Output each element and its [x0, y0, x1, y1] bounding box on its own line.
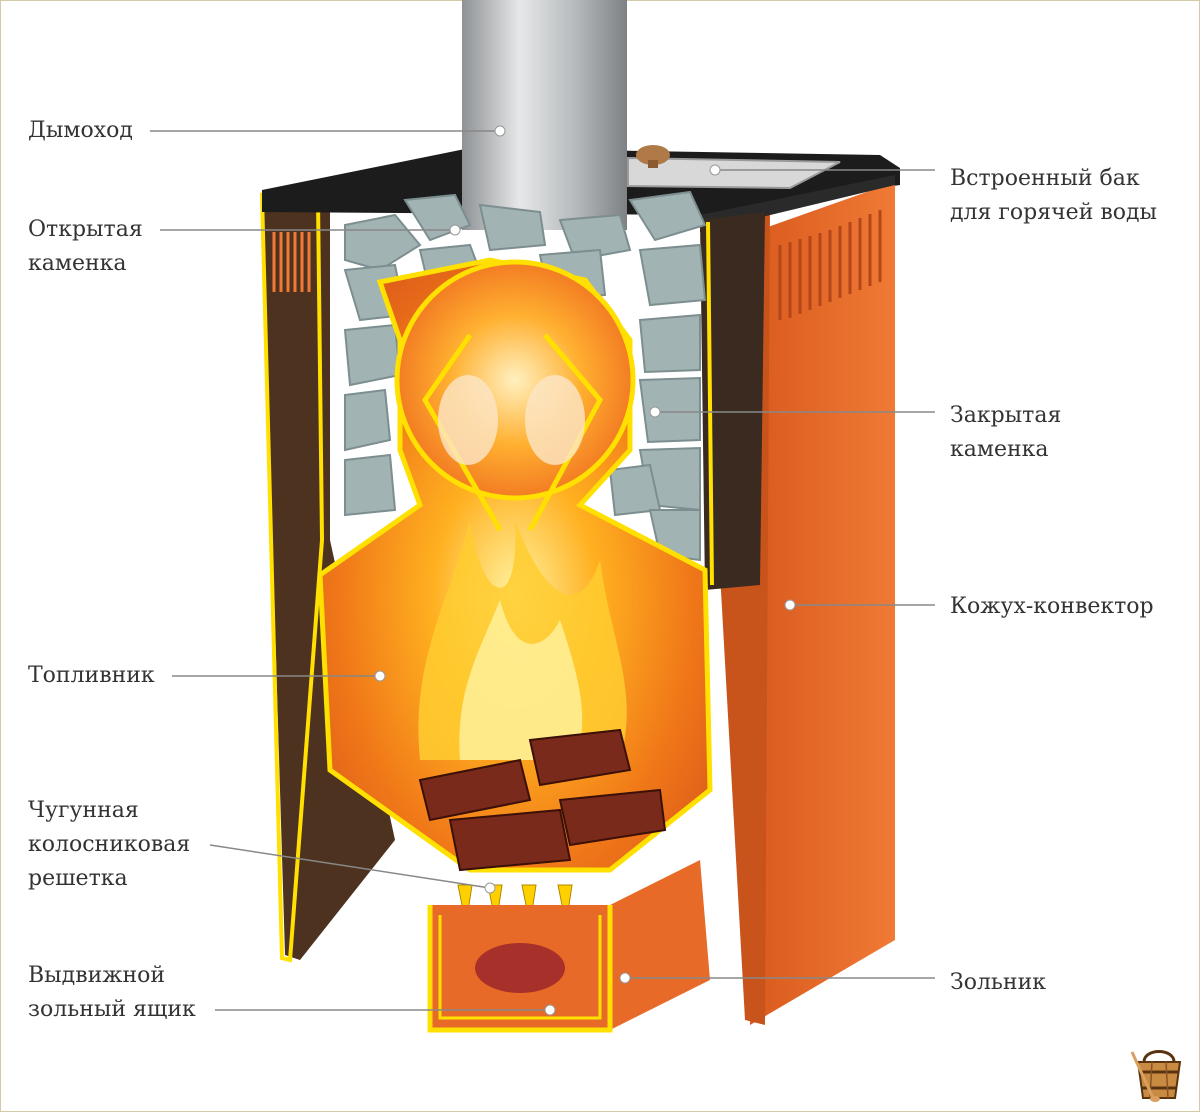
tank-knob — [636, 145, 670, 165]
leader-lines — [150, 130, 935, 1011]
label-water-tank: Встроенный бак для горячей воды — [950, 166, 1158, 225]
convector-casing — [700, 175, 895, 1025]
sauna-bucket-icon — [1130, 1050, 1182, 1102]
chimney-pipe — [462, 0, 627, 230]
label-chimney: Дымоход — [28, 118, 133, 143]
ash-drawer — [427, 860, 710, 1033]
label-convector: Кожух-конвектор — [950, 594, 1154, 619]
leader-dots — [374, 125, 796, 1016]
label-closed-stones: Закрытая каменка — [950, 403, 1062, 462]
firebox — [317, 257, 713, 873]
label-open-stones: Открытая каменка — [28, 217, 143, 276]
label-grate: Чугунная колосниковая решетка — [28, 798, 191, 891]
water-tank-lid — [627, 156, 841, 190]
label-firebox: Топливник — [28, 663, 155, 688]
label-ash-pan: Зольник — [950, 970, 1046, 995]
label-ash-drawer: Выдвижной зольный ящик — [28, 963, 196, 1022]
